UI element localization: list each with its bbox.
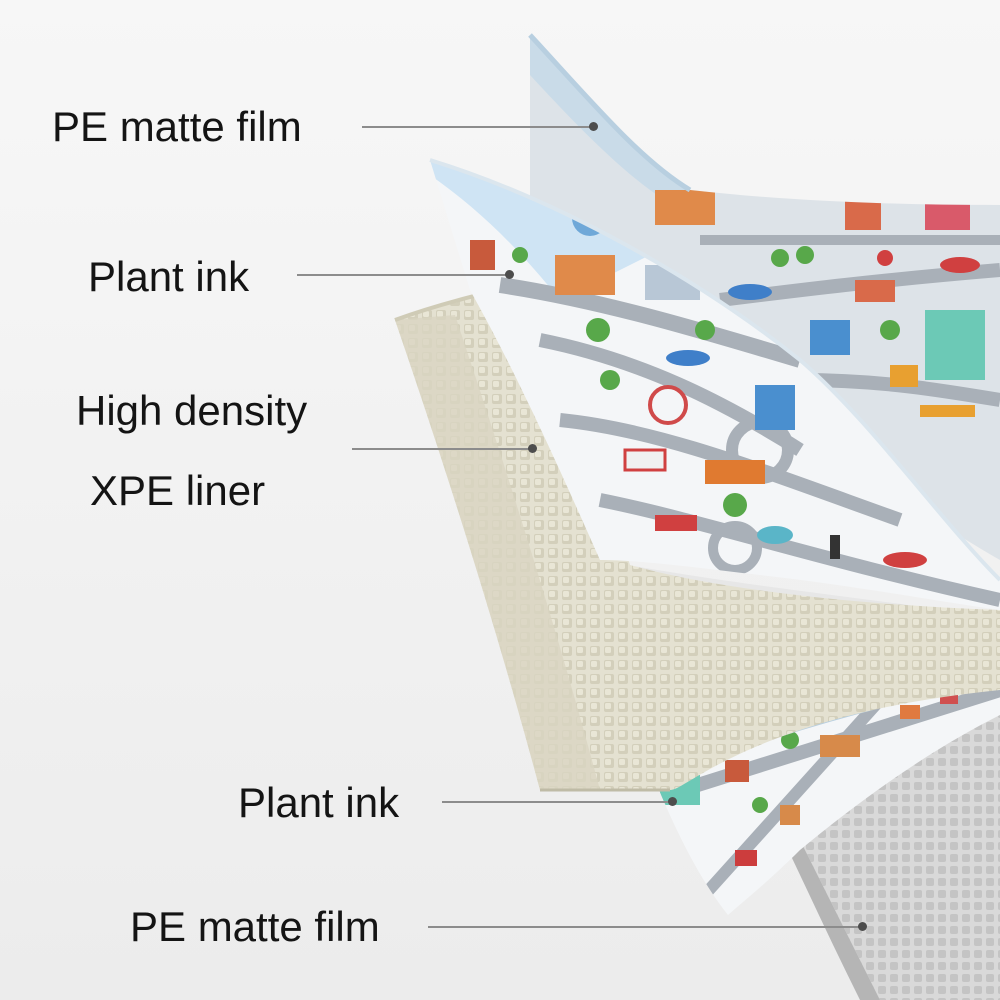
label-top-pe-matte-film: PE matte film: [52, 103, 302, 150]
leader-top-plant-ink: [297, 274, 507, 276]
marker-bottom-plant-ink: [668, 797, 677, 806]
leader-xpe-liner: [352, 448, 530, 450]
label-bottom-plant-ink: Plant ink: [238, 779, 400, 826]
label-liner-line2: XPE liner: [90, 467, 266, 514]
marker-xpe-liner: [528, 444, 537, 453]
leader-bottom-plant-ink: [442, 801, 670, 803]
label-bottom-pe-matte-film: PE matte film: [130, 903, 380, 950]
marker-bottom-pe-matte-film: [858, 922, 867, 931]
leader-top-pe-matte-film: [362, 126, 590, 128]
marker-top-pe-matte-film: [589, 122, 598, 131]
leader-bottom-pe-matte-film: [428, 926, 860, 928]
label-top-plant-ink: Plant ink: [88, 253, 250, 300]
label-liner-line1: High density: [76, 387, 308, 434]
marker-top-plant-ink: [505, 270, 514, 279]
